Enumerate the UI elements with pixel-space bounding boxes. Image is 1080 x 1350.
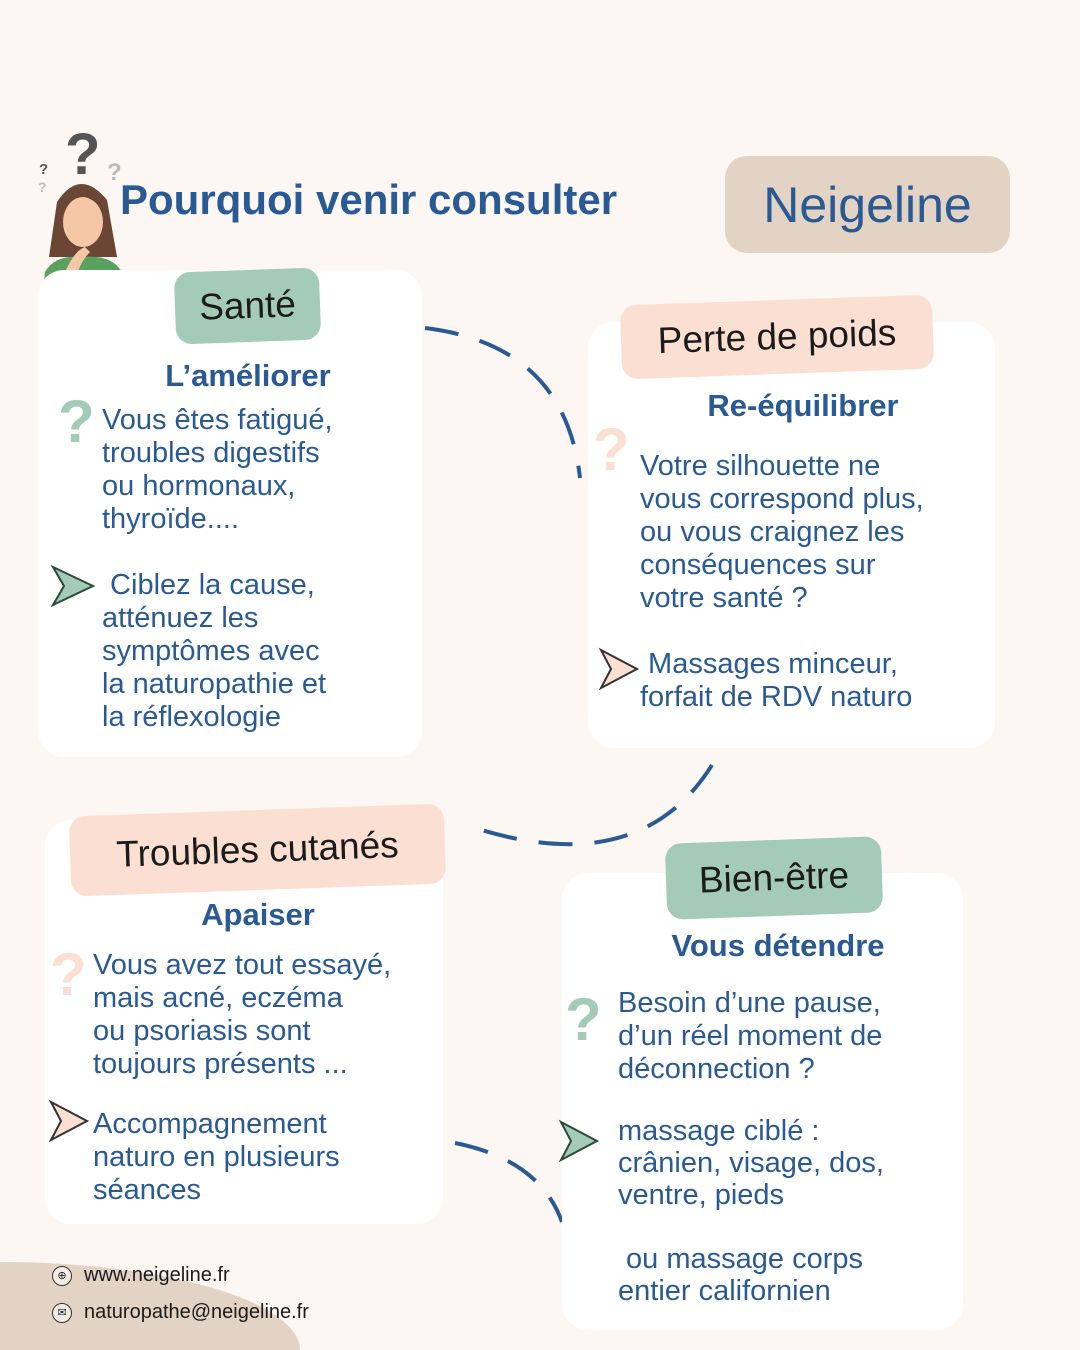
footer-email[interactable]: ✉ naturopathe@neigeline.fr bbox=[52, 1301, 309, 1324]
svg-text:?: ? bbox=[38, 179, 47, 195]
svg-text:?: ? bbox=[107, 159, 122, 186]
arrow-right-icon bbox=[558, 1119, 600, 1163]
section-tag: Perte de poids bbox=[619, 294, 935, 380]
question-mark-icon: ? bbox=[565, 986, 602, 1053]
section-card-perte-de-poids bbox=[588, 322, 995, 748]
section-question: Besoin d’une pause, d’un réel moment de … bbox=[618, 987, 883, 1085]
svg-text:?: ? bbox=[65, 122, 100, 187]
website-link[interactable]: www.neigeline.fr bbox=[84, 1264, 230, 1286]
brand-badge: Neigeline bbox=[725, 156, 1010, 253]
section-question: Vous êtes fatigué, troubles digestifs ou… bbox=[102, 404, 333, 535]
section-question: Votre silhouette ne vous correspond plus… bbox=[640, 450, 924, 614]
question-mark-icon: ? bbox=[593, 416, 630, 483]
arrow-right-icon bbox=[598, 647, 640, 691]
section-subtitle: Vous détendre bbox=[671, 928, 885, 963]
section-tag: Troubles cutanés bbox=[68, 803, 447, 897]
section-tag: Santé bbox=[173, 267, 322, 345]
section-answer: Accompagnement naturo en plusieurs séanc… bbox=[93, 1108, 340, 1206]
svg-text:?: ? bbox=[39, 161, 48, 178]
envelope-icon: ✉ bbox=[52, 1302, 72, 1323]
section-answer: Ciblez la cause, atténuez les symptômes … bbox=[102, 569, 327, 733]
connector-3 bbox=[454, 1141, 564, 1223]
connector-2 bbox=[474, 763, 714, 847]
globe-icon: ⊕ bbox=[52, 1265, 72, 1286]
footer-website[interactable]: ⊕ www.neigeline.fr bbox=[52, 1264, 230, 1287]
section-question: Vous avez tout essayé, mais acné, eczéma… bbox=[93, 949, 392, 1080]
email-link[interactable]: naturopathe@neigeline.fr bbox=[84, 1301, 309, 1323]
arrow-right-icon bbox=[50, 564, 96, 608]
section-tag: Bien-être bbox=[664, 836, 884, 920]
section-subtitle: Apaiser bbox=[201, 897, 315, 932]
arrow-right-icon bbox=[48, 1099, 90, 1143]
section-subtitle: Re-équilibrer bbox=[707, 388, 899, 423]
section-answer: Massages minceur, forfait de RDV naturo bbox=[640, 648, 913, 713]
section-subtitle: L’améliorer bbox=[165, 358, 331, 393]
section-answer: massage ciblé : crânien, visage, dos, ve… bbox=[618, 1115, 884, 1307]
connector-1 bbox=[424, 326, 582, 479]
question-mark-icon: ? bbox=[50, 941, 87, 1008]
page-title: Pourquoi venir consulter bbox=[120, 176, 618, 223]
question-mark-icon: ? bbox=[58, 388, 95, 455]
section-card-bien-etre bbox=[562, 873, 963, 1330]
section-card-sante bbox=[38, 270, 422, 757]
